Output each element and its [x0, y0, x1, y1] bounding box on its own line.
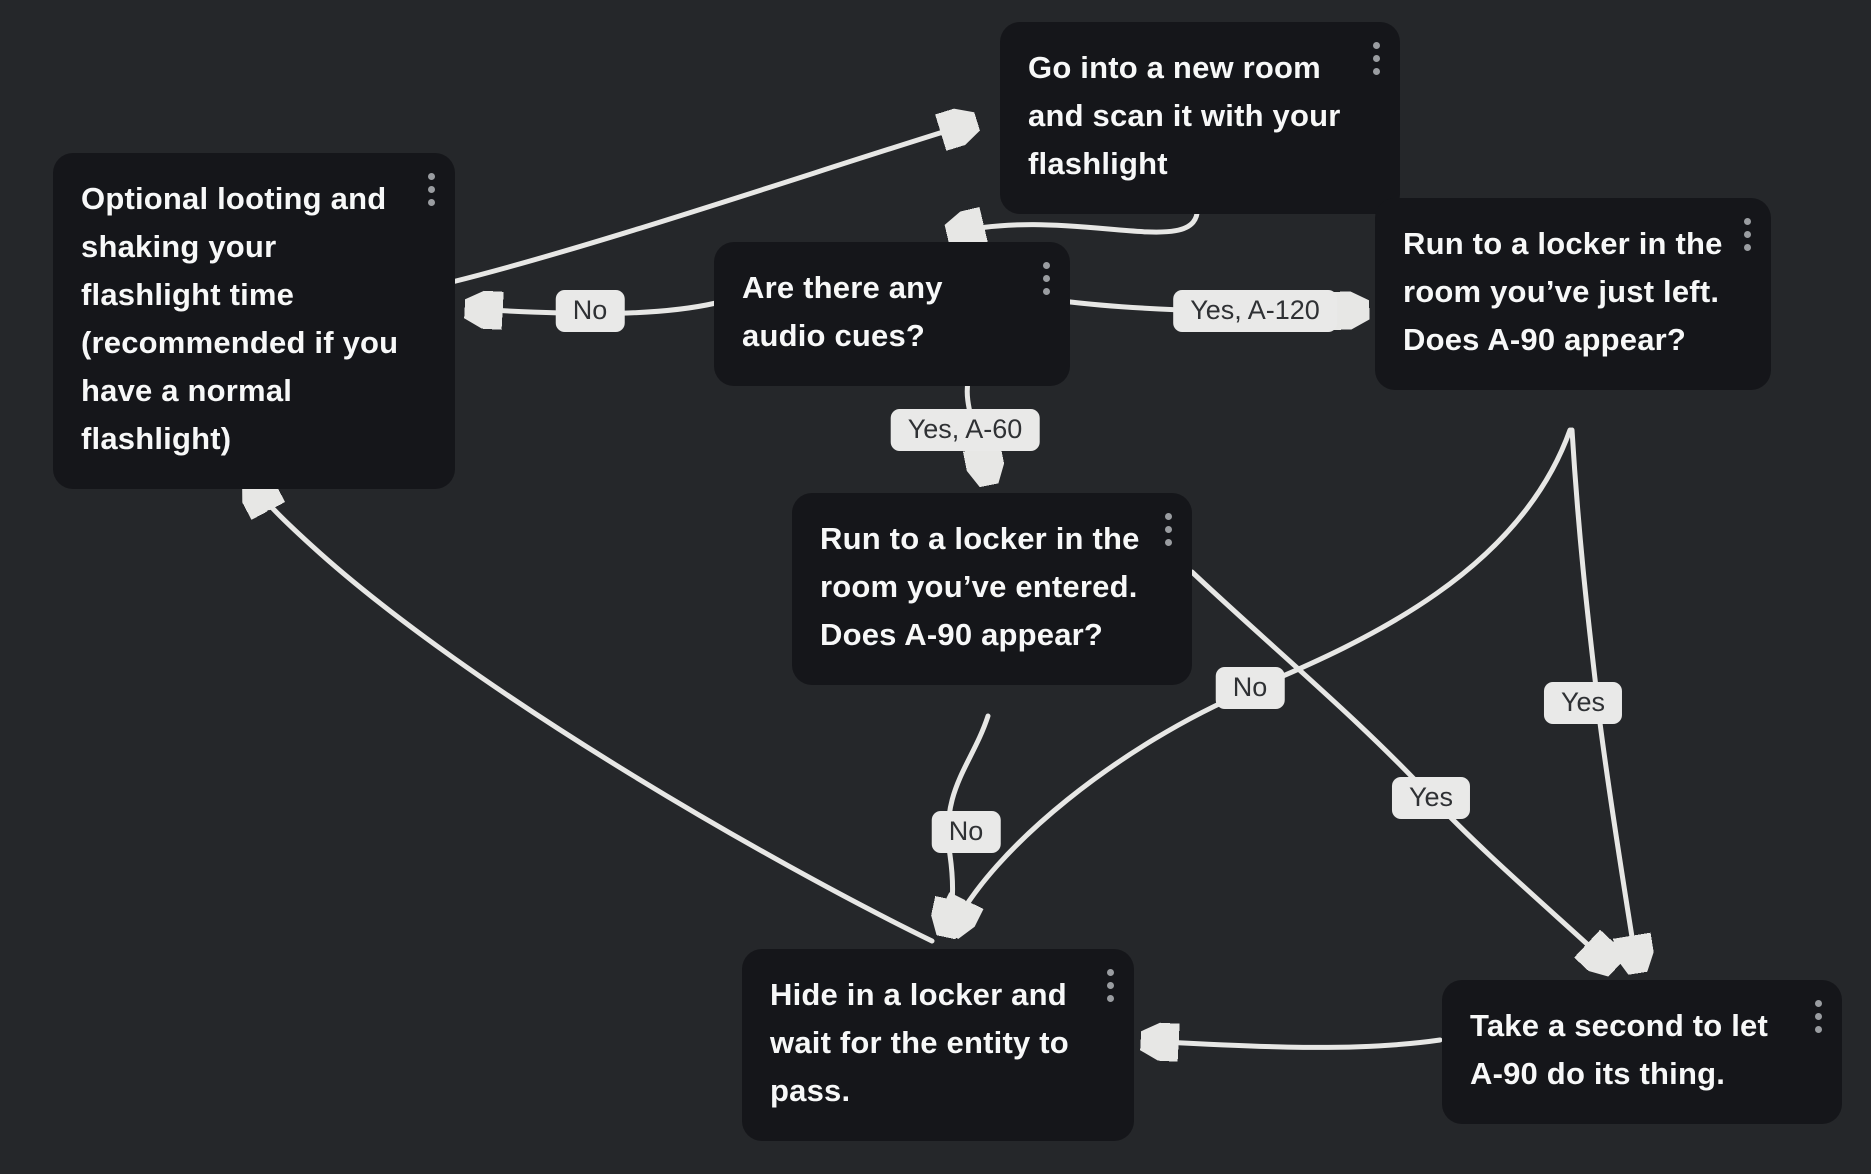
kebab-menu-icon[interactable] [1107, 969, 1114, 1002]
node-locker-room-entered[interactable]: Run to a locker in the room you’ve enter… [792, 493, 1192, 685]
edge-locker-entered-to-take-second-yes[interactable] [1189, 569, 1611, 966]
edge-take-second-to-hide[interactable] [1146, 1040, 1443, 1047]
edge-looting-to-go-room[interactable] [449, 123, 972, 285]
edge-label-yes-a60[interactable]: Yes, A-60 [890, 409, 1040, 451]
edge-label-yes-from-locker-left[interactable]: Yes [1543, 682, 1623, 724]
edge-go-room-to-audio-cues[interactable] [952, 200, 1200, 233]
kebab-menu-icon[interactable] [1744, 218, 1751, 251]
edge-label-yes-a120[interactable]: Yes, A-120 [1173, 290, 1337, 332]
edge-hide-to-looting[interactable] [253, 482, 935, 944]
kebab-menu-icon[interactable] [1373, 42, 1380, 75]
node-locker-room-left[interactable]: Run to a locker in the room you’ve just … [1375, 198, 1771, 390]
node-take-a-second[interactable]: Take a second to let A-90 do its thing. [1442, 980, 1842, 1124]
node-go-new-room-text: Go into a new room and scan it with your… [1028, 50, 1341, 181]
node-hide-in-locker[interactable]: Hide in a locker and wait for the entity… [742, 949, 1134, 1141]
edge-label-no-from-locker-entered[interactable]: No [931, 811, 1001, 853]
edge-label-yes-from-locker-entered[interactable]: Yes [1391, 777, 1471, 819]
kebab-menu-icon[interactable] [1815, 1000, 1822, 1033]
edge-label-no-from-locker-left[interactable]: No [1215, 667, 1285, 709]
kebab-menu-icon[interactable] [1165, 513, 1172, 546]
node-audio-cues[interactable]: Are there any audio cues? [714, 242, 1070, 386]
node-take-a-second-text: Take a second to let A-90 do its thing. [1470, 1008, 1769, 1091]
node-optional-looting-text: Optional looting and shaking your flashl… [81, 181, 399, 456]
edge-label-no-to-looting[interactable]: No [555, 290, 625, 332]
node-audio-cues-text: Are there any audio cues? [742, 270, 943, 353]
node-locker-room-entered-text: Run to a locker in the room you’ve enter… [820, 521, 1140, 652]
node-locker-room-left-text: Run to a locker in the room you’ve just … [1403, 226, 1723, 357]
node-hide-in-locker-text: Hide in a locker and wait for the entity… [770, 977, 1069, 1108]
kebab-menu-icon[interactable] [428, 173, 435, 206]
node-go-new-room[interactable]: Go into a new room and scan it with your… [1000, 22, 1400, 214]
kebab-menu-icon[interactable] [1043, 262, 1050, 295]
node-optional-looting[interactable]: Optional looting and shaking your flashl… [53, 153, 455, 489]
